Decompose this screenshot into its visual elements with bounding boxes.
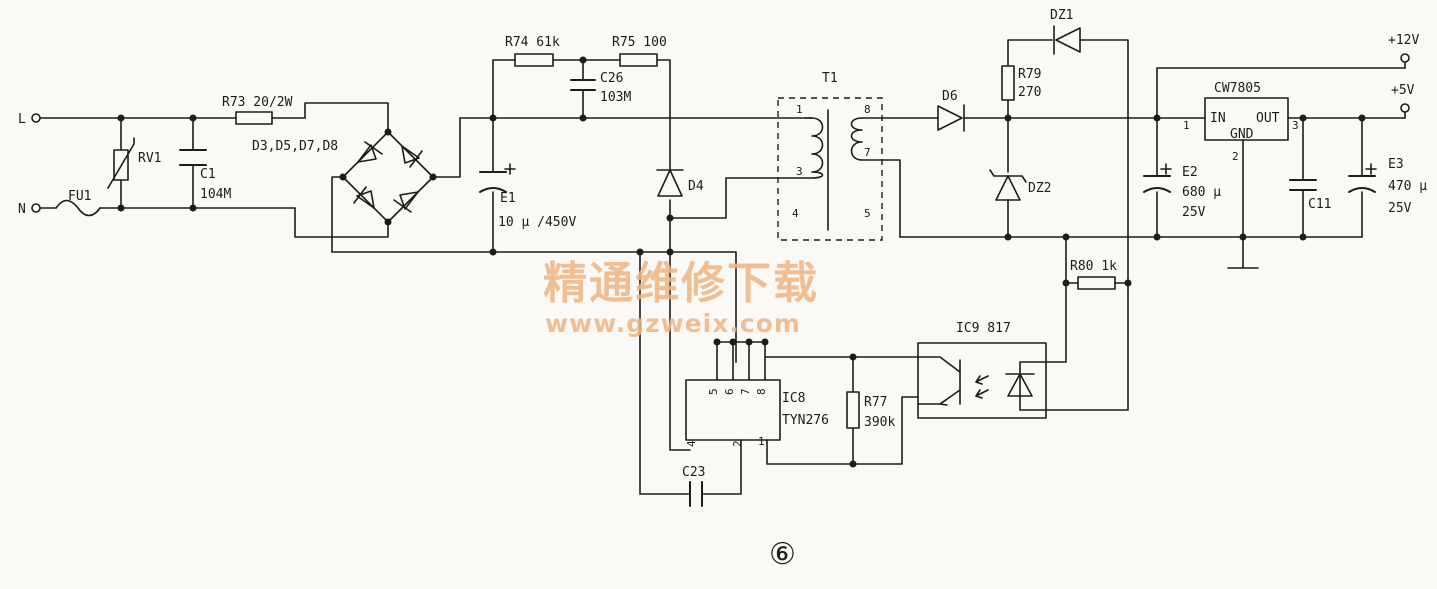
label-plus12v: +12V: [1388, 33, 1419, 48]
label-dz1: DZ1: [1050, 8, 1073, 23]
label-c23: C23: [682, 465, 705, 480]
label-e2-value1: 680 μ: [1182, 185, 1221, 200]
label-c1: C1: [200, 167, 216, 182]
watermark-url: www.gzweix.com: [545, 309, 801, 338]
label-cw-pin1: 1: [1183, 119, 1190, 132]
junctions: [117, 56, 1366, 468]
label-ic8-pin8: 8: [755, 388, 768, 395]
label-dz2: DZ2: [1028, 181, 1051, 196]
label-cw-pin3: 3: [1292, 119, 1299, 132]
label-ic8-pin7: 7: [739, 388, 752, 395]
regulator-cw7805-box: [1204, 97, 1289, 141]
label-c26: C26: [600, 71, 623, 86]
label-cw-gnd: GND: [1230, 127, 1254, 142]
label-r79-value: 270: [1018, 85, 1041, 100]
label-t1: T1: [822, 71, 838, 86]
label-r79: R79: [1018, 67, 1041, 82]
ic8-box: [685, 379, 781, 441]
capacitor-c26-symbol: [570, 79, 596, 91]
zener-dz2-symbol: [989, 169, 1027, 201]
resistor-r79-symbol: [1001, 65, 1015, 101]
terminal-12v: [1400, 53, 1410, 63]
transformer-t1-symbol: [777, 97, 883, 241]
label-ic8-pin4: 4: [685, 440, 698, 447]
label-ic8-pin6: 6: [723, 388, 736, 395]
resistor-r74-symbol: [514, 53, 554, 67]
label-ic8-pin2: 2: [731, 440, 744, 447]
resistor-r77-symbol: [846, 391, 860, 429]
label-e3: E3: [1388, 157, 1404, 172]
terminal-n: [31, 203, 41, 213]
label-r73: R73 20/2W: [222, 95, 293, 110]
label-rv1: RV1: [138, 151, 161, 166]
label-ic8-part: TYN276: [782, 413, 829, 428]
label-e2: E2: [1182, 165, 1198, 180]
capacitor-e1-symbol: [479, 163, 516, 193]
label-n: N: [18, 202, 26, 217]
label-t1-pin3: 3: [796, 165, 803, 178]
label-t1-pin7: 7: [864, 146, 871, 159]
label-r80: R80 1k: [1070, 259, 1117, 274]
figure-number: ⑥: [769, 537, 796, 572]
label-plus5v: +5V: [1391, 83, 1415, 98]
diode-d4-symbol: [656, 169, 684, 197]
label-e3-value1: 470 μ: [1388, 179, 1427, 194]
label-ic8-pin5: 5: [707, 388, 720, 395]
label-bridge: D3,D5,D7,D8: [252, 139, 338, 154]
label-e1-value: 10 μ /450V: [498, 215, 576, 230]
label-c26-value: 103M: [600, 90, 631, 105]
label-e1: E1: [500, 191, 516, 206]
wires: [39, 39, 1406, 495]
bridge-rectifier-symbol: [342, 131, 434, 223]
capacitor-e3-symbol: [1348, 163, 1377, 193]
resistor-r80-symbol: [1077, 276, 1116, 290]
label-t1-pin8: 8: [864, 103, 871, 116]
capacitor-c11-symbol: [1289, 179, 1317, 191]
component-labels: L N FU1 RV1 C1 104M R73 20/2W D3,D5,D7,D…: [18, 8, 1427, 572]
zener-dz1-symbol: [1053, 25, 1081, 55]
diode-d6-symbol: [937, 104, 965, 132]
capacitor-e2-symbol: [1143, 163, 1172, 193]
label-c11: C11: [1308, 197, 1331, 212]
label-ic8: IC8: [782, 391, 805, 406]
label-e2-value2: 25V: [1182, 205, 1206, 220]
resistor-r75-symbol: [619, 53, 658, 67]
varistor-rv1-symbol: [107, 137, 135, 189]
label-l: L: [18, 112, 26, 127]
label-fu1: FU1: [68, 189, 91, 204]
label-ic8-pin1: 1: [758, 435, 765, 448]
watermark-title: 精通维修下载: [543, 258, 819, 309]
label-cw-in: IN: [1210, 111, 1226, 126]
capacitor-c1-symbol: [179, 149, 207, 166]
watermark: 精通维修下载 www.gzweix.com: [543, 258, 819, 338]
label-r77: R77: [864, 395, 887, 410]
label-t1-pin5: 5: [864, 207, 871, 220]
label-c1-value: 104M: [200, 187, 231, 202]
label-d4: D4: [688, 179, 704, 194]
label-r74: R74 61k: [505, 35, 560, 50]
optocoupler-ic9-symbol: [917, 342, 1047, 419]
label-cw-out: OUT: [1256, 111, 1280, 126]
label-t1-pin4: 4: [792, 207, 799, 220]
terminal-l: [31, 113, 41, 123]
label-d6: D6: [942, 89, 958, 104]
terminal-5v: [1400, 103, 1410, 113]
fuse-fu1-symbol: [55, 199, 101, 217]
label-t1-pin1: 1: [796, 103, 803, 116]
label-ic9: IC9 817: [956, 321, 1011, 336]
label-r75: R75 100: [612, 35, 667, 50]
label-cw7805: CW7805: [1214, 81, 1261, 96]
label-e3-value2: 25V: [1388, 201, 1412, 216]
label-r77-value: 390k: [864, 415, 895, 430]
label-cw-pin2: 2: [1232, 150, 1239, 163]
capacitor-c23-symbol: [689, 481, 703, 507]
resistor-r73-symbol: [235, 111, 273, 125]
